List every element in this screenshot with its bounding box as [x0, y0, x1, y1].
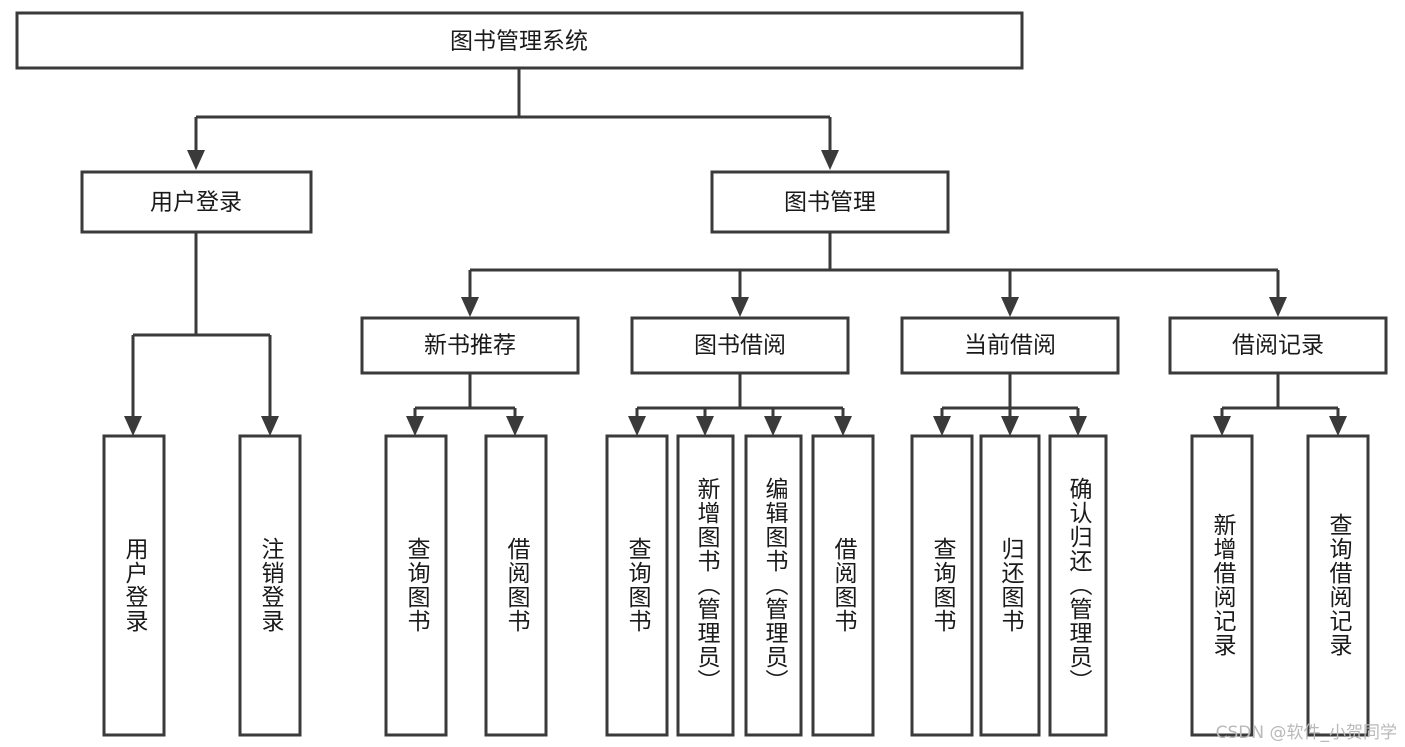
leaf-query-borrow-record-box [1306, 434, 1370, 737]
arrow-to-leaf-query-book-1 [406, 416, 424, 436]
leaf-borrow-book-borrow[interactable]: 借阅图书 [811, 434, 875, 737]
leaf-query-book-recommend-box [384, 434, 448, 737]
leaf-query-book-borrow-label: 查询图书 [624, 537, 652, 633]
leaf-borrow-book-recommend-box [484, 434, 548, 737]
leaf-add-borrow-record-label: 新增借阅记录 [1209, 513, 1237, 657]
new-book-recommend-label: 新书推荐 [424, 333, 516, 359]
connector-newbook-to-leaves [406, 373, 524, 436]
leaf-query-book-current[interactable]: 查询图书 [910, 434, 974, 737]
arrow-to-book-borrow [731, 297, 749, 317]
arrow-to-leaf-user-login [124, 416, 142, 436]
leaf-borrow-book-borrow-label: 借阅图书 [830, 537, 858, 633]
book-borrow-label: 图书借阅 [694, 333, 786, 359]
arrow-to-borrow-record [1269, 297, 1287, 317]
book-manage-label: 图书管理 [784, 190, 876, 216]
leaf-user-login[interactable]: 用户登录 [102, 434, 166, 737]
node-root-system[interactable]: 图书管理系统 [15, 11, 1024, 70]
leaf-confirm-return-label: 确认归还（管理员） [1065, 477, 1093, 693]
current-borrow-box [900, 316, 1120, 375]
leaf-add-book-box [676, 434, 735, 737]
new-book-recommend-box [360, 316, 580, 375]
root-box [15, 11, 1024, 70]
node-borrow-record[interactable]: 借阅记录 [1168, 316, 1388, 375]
user-login-label: 用户登录 [150, 190, 242, 216]
leaf-return-book[interactable]: 归还图书 [979, 434, 1041, 737]
leaf-logout[interactable]: 注销登录 [238, 434, 302, 737]
leaf-add-book[interactable]: 新增图书（管理员） [676, 434, 735, 737]
arrow-to-book-manage [821, 150, 839, 170]
leaf-confirm-return[interactable]: 确认归还（管理员） [1048, 434, 1108, 737]
leaf-query-book-borrow-box [605, 434, 669, 737]
leaf-query-borrow-record-label: 查询借阅记录 [1325, 513, 1353, 657]
leaf-logout-label: 注销登录 [257, 537, 285, 633]
borrow-record-label: 借阅记录 [1232, 333, 1324, 359]
connector-root-to-level1 [187, 68, 839, 170]
node-new-book-recommend[interactable]: 新书推荐 [360, 316, 580, 375]
connector-currentborrow-to-leaves [933, 373, 1087, 436]
connector-bookborrow-to-leaves [628, 373, 852, 436]
connector-borrowrecord-to-leaves [1213, 373, 1347, 436]
leaf-add-borrow-record[interactable]: 新增借阅记录 [1190, 434, 1254, 737]
arrow-to-leaf-borrow-book-1 [506, 416, 524, 436]
node-current-borrow[interactable]: 当前借阅 [900, 316, 1120, 375]
csdn-watermark: CSDN @软件_小贺同学 [1215, 723, 1397, 743]
arrow-to-leaf-logout [261, 416, 279, 436]
leaf-edit-book[interactable]: 编辑图书（管理员） [744, 434, 803, 737]
arrow-to-leaf-borrow-book-2 [834, 416, 852, 436]
leaf-add-borrow-record-box [1190, 434, 1254, 737]
leaf-logout-box [238, 434, 302, 737]
user-login-box [80, 170, 313, 234]
leaf-confirm-return-box [1048, 434, 1108, 737]
arrow-to-leaf-add-record [1213, 416, 1231, 436]
arrow-to-leaf-query-record [1329, 416, 1347, 436]
current-borrow-label: 当前借阅 [964, 333, 1056, 359]
leaf-query-book-current-label: 查询图书 [929, 537, 957, 633]
leaf-query-borrow-record[interactable]: 查询借阅记录 [1306, 434, 1370, 737]
node-book-borrow[interactable]: 图书借阅 [630, 316, 850, 375]
arrow-to-leaf-edit-book [764, 416, 782, 436]
node-user-login[interactable]: 用户登录 [80, 170, 313, 234]
leaf-user-login-box [102, 434, 166, 737]
arrow-to-leaf-confirm-return [1069, 416, 1087, 436]
leaf-query-book-recommend[interactable]: 查询图书 [384, 434, 448, 737]
leaf-borrow-book-borrow-box [811, 434, 875, 737]
node-book-manage[interactable]: 图书管理 [710, 170, 950, 234]
arrow-to-current-borrow [1001, 297, 1019, 317]
connector-bookmanage-to-level2 [461, 232, 1287, 317]
arrow-to-leaf-query-book-3 [933, 416, 951, 436]
leaf-query-book-recommend-label: 查询图书 [403, 537, 431, 633]
leaf-query-book-borrow[interactable]: 查询图书 [605, 434, 669, 737]
leaf-query-book-current-box [910, 434, 974, 737]
leaf-user-login-label: 用户登录 [121, 537, 149, 633]
root-label: 图书管理系统 [450, 29, 588, 55]
leaf-borrow-book-recommend[interactable]: 借阅图书 [484, 434, 548, 737]
leaf-add-book-label: 新增图书（管理员） [693, 477, 721, 693]
arrow-to-leaf-add-book [696, 416, 714, 436]
leaf-edit-book-box [744, 434, 803, 737]
leaf-return-book-box [979, 434, 1041, 737]
leaf-borrow-book-recommend-label: 借阅图书 [503, 537, 531, 633]
leaf-return-book-label: 归还图书 [997, 537, 1025, 633]
arrow-to-leaf-return-book [1001, 416, 1019, 436]
arrow-to-new-book-recommend [461, 297, 479, 317]
arrow-to-leaf-query-book-2 [628, 416, 646, 436]
leaf-edit-book-label: 编辑图书（管理员） [761, 477, 789, 693]
arrow-to-user-login [187, 150, 205, 170]
connector-userlogin-to-leaves [124, 232, 279, 436]
